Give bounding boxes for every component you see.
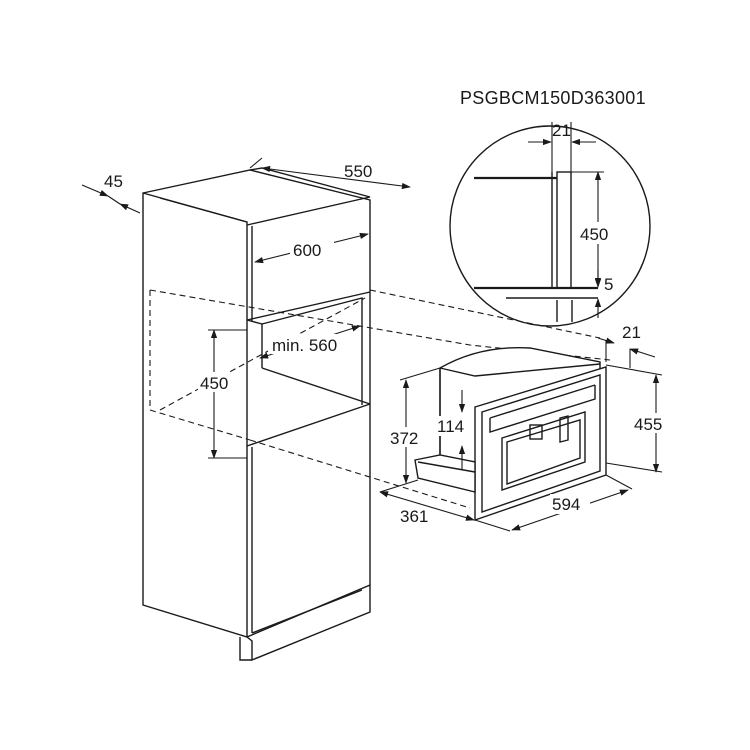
label-450-detail: 450 [580, 225, 608, 244]
cabinet-outline [142, 169, 371, 638]
dim-cabinet-side: 45 [81, 172, 141, 214]
label-550: 550 [344, 162, 372, 181]
dim-cabinet-width: 600 [254, 232, 369, 264]
dim-niche-depth: min. 560 [259, 325, 361, 359]
label-600: 600 [293, 241, 321, 260]
upper-door-top [246, 196, 371, 226]
label-455: 455 [634, 415, 662, 434]
appliance-drawer [414, 454, 476, 493]
niche-floor [261, 367, 371, 405]
appliance-cavity-inner [506, 419, 581, 485]
label-594: 594 [552, 495, 580, 514]
lower-door-bottom [251, 589, 363, 634]
lower-door-top [246, 403, 371, 447]
drawer-edge [417, 461, 476, 473]
detail-panel [556, 171, 572, 289]
label-114: 114 [437, 417, 464, 436]
cabinet-front-edge [142, 192, 248, 637]
niche-back [261, 297, 363, 405]
label-450-niche: 450 [200, 374, 228, 393]
detail-view: 21 450 5 [449, 121, 651, 327]
appliance-top-edge [439, 363, 601, 377]
label-21-detail: 21 [552, 121, 571, 140]
label-min-560: min. 560 [272, 336, 337, 355]
appliance-top-panel [489, 384, 596, 419]
label-361: 361 [400, 507, 428, 526]
cabinet-top-front [159, 197, 248, 223]
label-45: 45 [104, 172, 123, 191]
dim-appliance-body-height: 372 [388, 367, 441, 484]
upper-door-bottom [246, 291, 371, 321]
dim-appliance-width: 594 [474, 474, 633, 532]
plinth-front [239, 637, 252, 661]
dim-niche-height: 450 [198, 329, 247, 459]
appliance-control-strip [489, 385, 596, 433]
coffee-machine [414, 346, 607, 521]
dim-appliance-front-thickness: 21 [597, 323, 656, 368]
label-5-detail: 5 [604, 275, 613, 294]
appliance-front-inner [481, 374, 601, 513]
steam-wand [559, 415, 569, 443]
appliance-cavity [501, 411, 586, 491]
cabinet-plinth [246, 585, 371, 662]
dim-appliance-front-offset: 114 [436, 390, 472, 470]
dim-appliance-depth: 361 [379, 479, 475, 526]
label-21-front: 21 [622, 323, 641, 342]
dim-cabinet-depth: 550 [249, 157, 411, 190]
dispenser-spout [529, 424, 543, 440]
model-code: PSGBCM150D363001 [460, 88, 646, 108]
detail-circle [449, 125, 651, 327]
tall-cabinet [142, 167, 371, 662]
label-372: 372 [390, 429, 418, 448]
dim-appliance-front-height: 455 [605, 364, 672, 473]
